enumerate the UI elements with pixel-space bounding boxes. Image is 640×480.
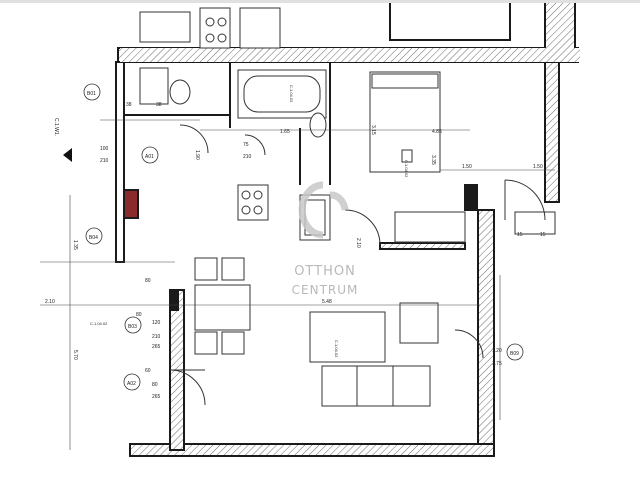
labels: B01 A01 B04 B03 A02 B09 C.1.04.02 C.1.04…	[45, 85, 546, 400]
dim-label: 4.85	[432, 129, 442, 135]
doors	[169, 124, 546, 406]
watermark-line2: CENTRUM	[291, 283, 359, 297]
room-code: C.1.04.02	[90, 321, 108, 326]
dim-label: 2.10	[45, 299, 55, 305]
room-code: A02	[127, 381, 136, 387]
dim-label: 5.70	[72, 350, 78, 360]
section-marker-icon	[63, 148, 72, 162]
watermark-logo-icon	[298, 181, 349, 239]
room-code: B04	[89, 235, 98, 241]
dim-label: 1.20	[492, 348, 502, 354]
room-code-markers	[83, 83, 524, 391]
dim-label: 3.35	[430, 155, 436, 165]
dim-label: 1.65	[280, 129, 290, 135]
dim-label: 100	[100, 146, 109, 152]
dim-label: 1.35	[72, 240, 78, 250]
room-code: C.1.04.02	[334, 340, 339, 358]
room-code: B03	[128, 324, 137, 330]
room-code: B01	[87, 91, 96, 97]
dim-label: 210	[100, 158, 109, 164]
dim-label: 80	[145, 278, 151, 284]
dim-label: 1.50	[462, 164, 472, 170]
dim-label: 15	[540, 232, 546, 238]
top-hatch	[0, 0, 640, 62]
dim-label: 60	[145, 368, 151, 374]
dim-label: 1.50	[533, 164, 543, 170]
dim-label: 80	[152, 382, 158, 388]
kitchen-top	[139, 7, 281, 49]
living-furniture	[194, 211, 556, 407]
dim-label: 265	[152, 344, 161, 350]
room-code: B09	[510, 351, 519, 357]
dim-label: 38	[156, 102, 162, 108]
dim-label: 5.48	[322, 299, 332, 305]
dim-label: 1.90	[194, 150, 200, 160]
watermark-line1: OTTHON	[294, 264, 356, 279]
dim-label: 38	[126, 102, 132, 108]
dimension-lines	[40, 119, 555, 450]
dim-label: 2.10	[355, 238, 361, 248]
room-code: C.1.04.02	[289, 85, 294, 103]
dim-label: 75	[243, 142, 249, 148]
dim-label: 1.75	[492, 361, 502, 367]
dim-label: 15	[517, 232, 523, 238]
dim-label: 120	[152, 320, 161, 326]
bedroom	[369, 71, 466, 243]
room-code: A01	[145, 154, 154, 160]
dim-label: 3.15	[370, 125, 376, 135]
note-code: C.1.W1.	[53, 118, 59, 136]
dim-label: 80	[136, 312, 142, 318]
dim-label: 210	[243, 154, 252, 160]
room-code: C.1.04.02	[404, 160, 409, 178]
dim-label: 265	[152, 394, 161, 400]
dim-label: 210	[152, 334, 161, 340]
